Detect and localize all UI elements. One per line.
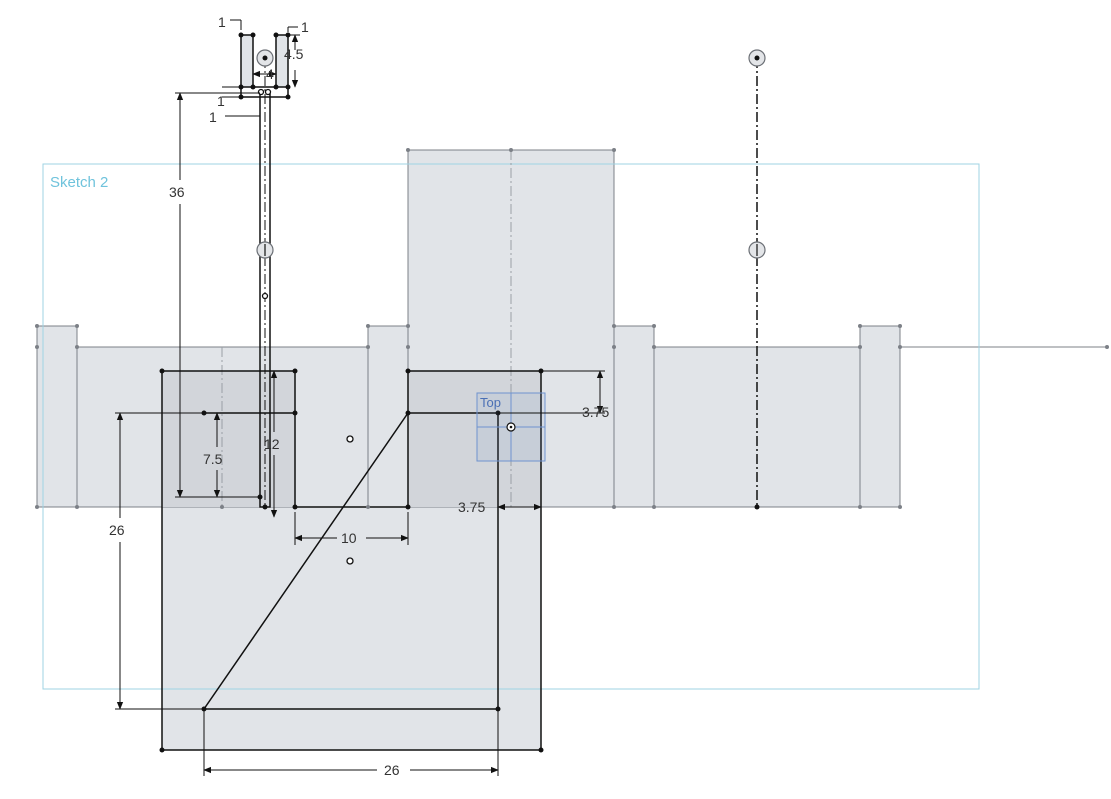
point[interactable] [273, 84, 279, 90]
point[interactable] [238, 32, 244, 38]
point[interactable] [292, 368, 298, 374]
vertex [612, 345, 616, 349]
vertex [406, 148, 410, 152]
plane-label[interactable]: Top [480, 395, 501, 410]
vertex [35, 345, 39, 349]
region-mid-tab[interactable] [367, 325, 409, 508]
axis-marker-icon[interactable] [256, 241, 274, 259]
region-far-right-tab[interactable] [859, 325, 901, 508]
region-vertices [35, 148, 1109, 509]
dim-right-width[interactable]: 3.75 [458, 499, 485, 515]
dim-slot-width[interactable]: 10 [341, 530, 357, 546]
region-right-tab[interactable] [613, 325, 655, 508]
point[interactable] [250, 32, 256, 38]
axis-marker-icon[interactable] [748, 241, 766, 259]
vertex [75, 345, 79, 349]
midpoint-marker[interactable] [257, 88, 265, 96]
vertex [406, 345, 410, 349]
point[interactable] [292, 504, 298, 510]
midpoint-marker[interactable] [264, 88, 272, 96]
dim-inner-height[interactable]: 12 [264, 436, 280, 452]
vertex [612, 505, 616, 509]
centroid-marker[interactable] [346, 435, 354, 443]
midpoint-marker[interactable] [261, 292, 269, 300]
dim-top-right-width[interactable]: 1 [301, 19, 309, 35]
vertex [858, 505, 862, 509]
point[interactable] [754, 504, 760, 510]
dim-bar-height[interactable]: 1 [217, 93, 225, 109]
point[interactable] [285, 94, 291, 100]
point[interactable] [285, 84, 291, 90]
vertex [652, 345, 656, 349]
vertex [858, 324, 862, 328]
vertex [652, 505, 656, 509]
dimension-lines [115, 19, 605, 776]
overlap-regions [162, 371, 541, 507]
vertex [898, 505, 902, 509]
vertex [612, 148, 616, 152]
point[interactable] [405, 368, 411, 374]
vertex [652, 324, 656, 328]
point[interactable] [250, 84, 256, 90]
dim-right-depth[interactable]: 3.75 [582, 404, 609, 420]
sketch-label[interactable]: Sketch 2 [50, 174, 108, 191]
overlap-right [408, 371, 541, 507]
prong-right-outline[interactable] [275, 34, 289, 87]
overlap-left [162, 371, 295, 507]
vertex [858, 345, 862, 349]
dimension-labels: 1 1 4.5 4 1 1 36 12 7.5 3.75 3.75 10 26 … [109, 14, 609, 778]
point[interactable] [159, 747, 165, 753]
centroid-marker[interactable] [346, 557, 354, 565]
vertex [366, 324, 370, 328]
vertex [35, 324, 39, 328]
point[interactable] [405, 410, 411, 416]
crossbar[interactable] [240, 86, 289, 98]
vertex [406, 324, 410, 328]
vertex [366, 345, 370, 349]
point[interactable] [405, 504, 411, 510]
dim-prong-gap[interactable]: 4 [266, 66, 274, 82]
origin-marker-icon[interactable] [256, 49, 274, 67]
dim-frame-width[interactable]: 26 [384, 762, 400, 778]
axis-markers [256, 49, 766, 259]
dim-prong-height[interactable]: 4.5 [284, 46, 304, 62]
vertex [509, 148, 513, 152]
vertex [366, 505, 370, 509]
center-markers [257, 88, 354, 565]
origin-marker-icon[interactable] [748, 49, 766, 67]
vertex [898, 324, 902, 328]
vertex [75, 324, 79, 328]
vertex [612, 324, 616, 328]
vertex [1105, 345, 1109, 349]
prong-left-outline[interactable] [240, 34, 254, 87]
point[interactable] [262, 504, 268, 510]
point[interactable] [292, 410, 298, 416]
vertex [220, 505, 224, 509]
point[interactable] [538, 747, 544, 753]
dim-stem-height[interactable]: 36 [169, 184, 185, 200]
point[interactable] [273, 32, 279, 38]
vertex [75, 505, 79, 509]
vertex [898, 345, 902, 349]
point[interactable] [159, 368, 165, 374]
dim-frame-height[interactable]: 26 [109, 522, 125, 538]
region-prong-left[interactable] [240, 34, 254, 88]
region-left-tab[interactable] [36, 325, 78, 508]
dim-small-height[interactable]: 7.5 [203, 451, 223, 467]
dim-top-left-width[interactable]: 1 [218, 14, 226, 30]
top-plane-indicator[interactable] [476, 392, 546, 462]
vertex [35, 505, 39, 509]
dim-bar-offset[interactable]: 1 [209, 109, 217, 125]
